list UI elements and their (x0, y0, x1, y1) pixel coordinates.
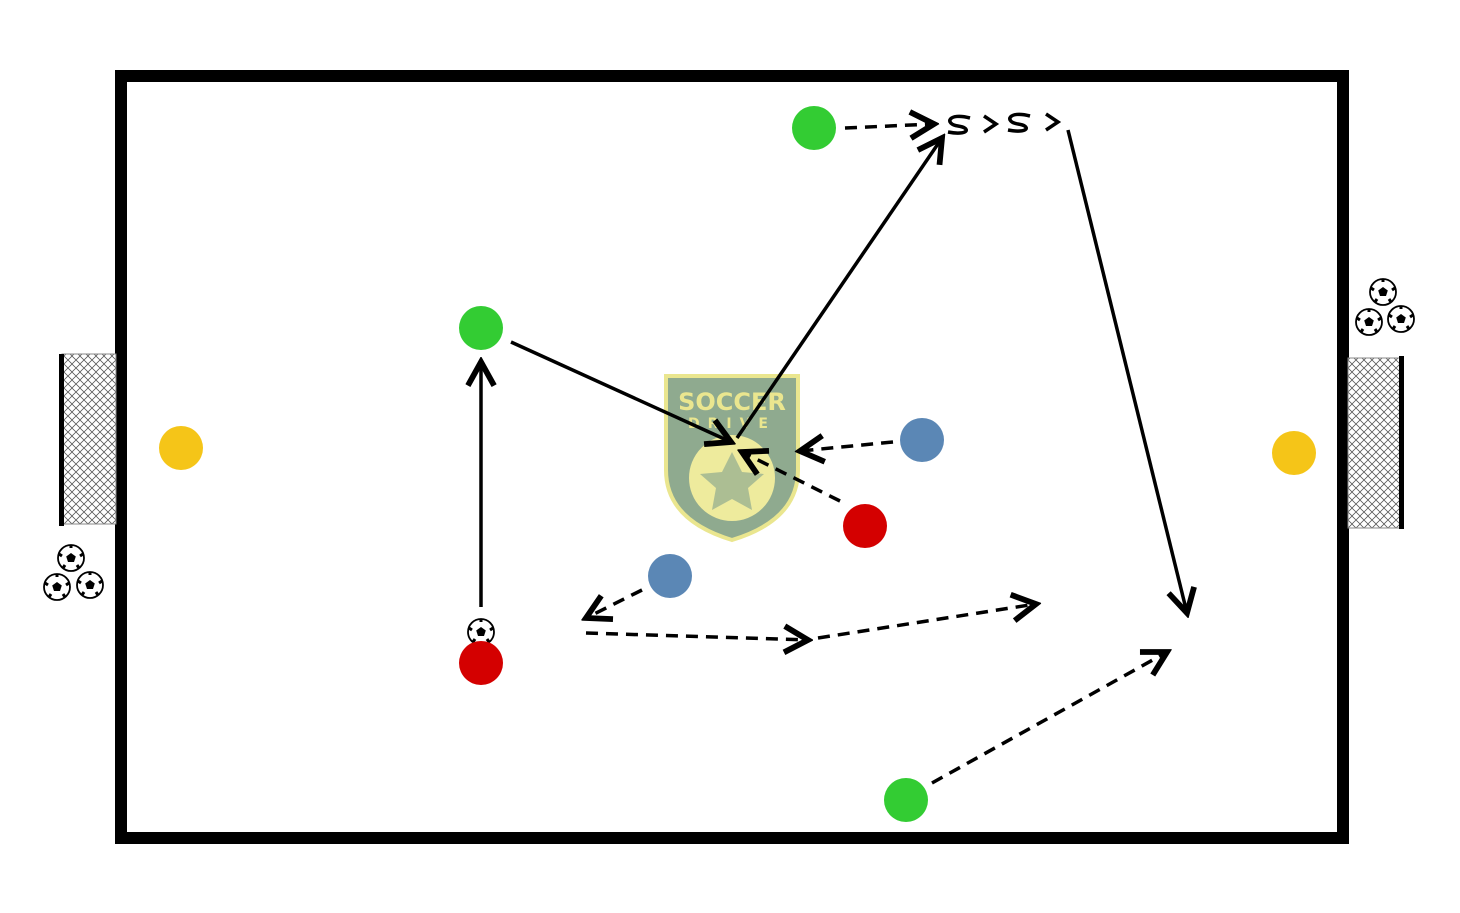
left-goal (59, 353, 117, 526)
players (159, 106, 1316, 822)
dribble-arrowhead (1045, 112, 1062, 132)
player-blue-right (900, 418, 944, 462)
player-blue-left (648, 554, 692, 598)
right-goal (1347, 356, 1404, 529)
dribble-line (1007, 112, 1031, 133)
player-red-bottom (459, 641, 503, 685)
movement-lines (481, 112, 1187, 785)
soccer-drive-logo: SOCCER DRIVE (664, 374, 800, 543)
pass-line (1066, 129, 1187, 613)
left-ball-pile (42, 543, 105, 602)
player-green-mid (459, 306, 503, 350)
player-yellow-right (1272, 431, 1316, 475)
player-green-bottom (884, 778, 928, 822)
dribble-arrowhead (983, 114, 1000, 134)
pass-line (735, 138, 942, 439)
right-ball-pile (1354, 277, 1416, 337)
run-line (585, 633, 808, 640)
player-green-top (792, 106, 836, 150)
run-line (817, 604, 1036, 640)
run-line (844, 124, 934, 128)
dribble-line (947, 114, 971, 135)
run-line (931, 652, 1167, 785)
run-line (742, 452, 841, 503)
run-line (586, 588, 643, 618)
player-red-center (843, 504, 887, 548)
run-line (800, 442, 894, 451)
pass-line (510, 340, 731, 442)
player-yellow-left (159, 426, 203, 470)
